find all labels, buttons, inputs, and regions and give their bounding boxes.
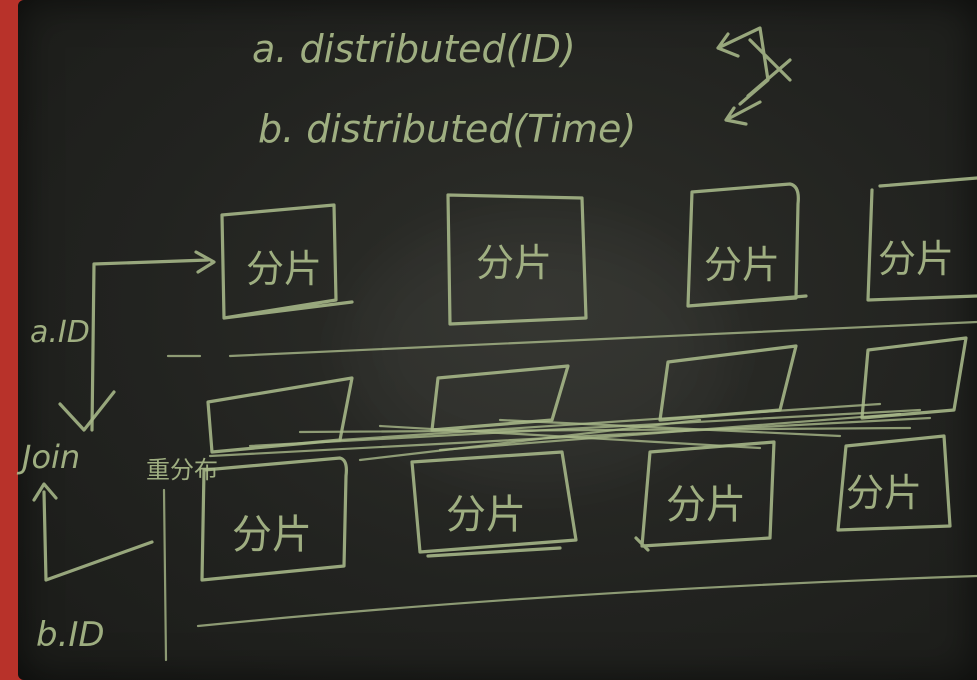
shard-label: 分片 xyxy=(446,492,526,538)
shard-box xyxy=(866,176,977,302)
a-id-label: a.ID xyxy=(30,315,90,350)
shard-box xyxy=(686,182,808,308)
shard-box xyxy=(634,440,776,552)
shard-box xyxy=(200,456,348,582)
blackboard xyxy=(18,0,977,680)
shard-box xyxy=(410,450,578,558)
shard-box xyxy=(220,203,354,320)
shard-label: 分片 xyxy=(666,482,746,528)
shard-label: 分片 xyxy=(846,471,922,515)
shard-label: 分片 xyxy=(232,512,312,558)
top-shard-row: 分片 分片 分片 分片 xyxy=(220,176,977,326)
join-arrow-path xyxy=(90,250,216,432)
line-b-text: b. distributed(Time) xyxy=(258,107,636,151)
shard-label: 分片 xyxy=(704,243,780,287)
shard-box xyxy=(446,193,588,326)
shard-label: 分片 xyxy=(246,247,322,291)
line-a-text: a. distributed(ID) xyxy=(252,27,576,71)
left-vertical-line xyxy=(162,488,168,662)
b-id-label: b.ID xyxy=(36,615,105,655)
base-line xyxy=(196,574,977,628)
bottom-shard-row: 分片 分片 分片 分片 xyxy=(200,434,952,582)
swap-arrow-icon xyxy=(716,26,792,126)
join-up-arrow-icon xyxy=(32,390,154,582)
shard-box xyxy=(836,434,952,532)
row-divider xyxy=(166,320,977,358)
join-label: Join xyxy=(16,438,80,476)
shard-label: 分片 xyxy=(878,237,954,281)
middle-shard-row xyxy=(206,336,968,454)
shard-label: 分片 xyxy=(476,241,552,285)
redistribution-lines xyxy=(208,402,932,462)
